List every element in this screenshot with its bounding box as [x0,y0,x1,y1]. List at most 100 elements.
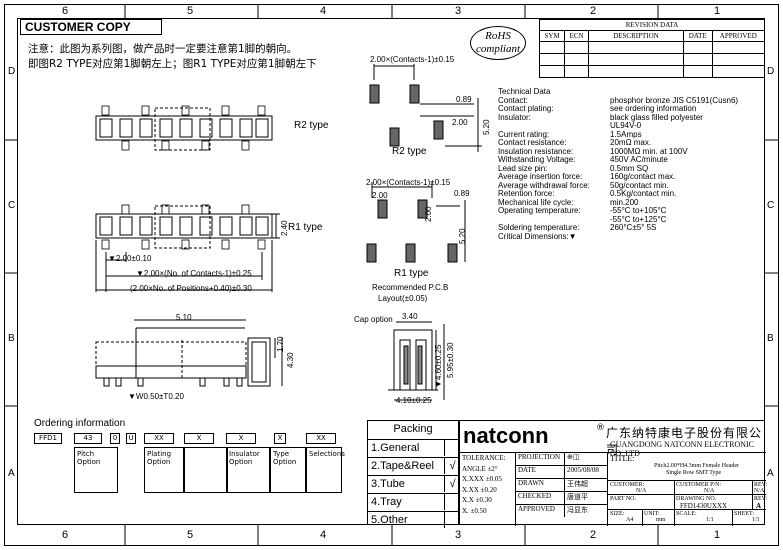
desc-insulator: Insulator Option [229,450,260,466]
technical-data-value: -55°C to+105°C [610,206,667,215]
technical-data-row: Critical Dimensions:▼ [498,232,760,242]
grid-col-top: 3 [455,5,462,17]
packing-label: 2.Tape&Reel [371,460,434,472]
dim-contacts: ▼2.00×(No. of Contacts-1)±0.25 [136,269,252,278]
technical-data-value: 1000MΩ min. at 100V [610,146,688,156]
technical-data-value: see ordering information [610,104,697,113]
pcb-r1-200b: 2.00 [424,206,433,222]
desc-select: Selections [309,450,345,458]
rev2-value: A [756,502,762,510]
drawing-no-value: FFD1430UXXX [680,502,728,510]
technical-data-row: Contact:phosphor bronze JIS C5191(Cusn6) [498,95,760,106]
title-area: TITLE: Pitch2.00*H4.3mm Female Header Si… [608,453,768,526]
unit-value: mm [656,517,666,523]
technical-data-key: Contact plating: [498,104,554,113]
desc-box-plating: Plating Option [144,447,184,493]
grid-row-left: A [8,468,15,479]
code-series: FFD1 [34,433,62,444]
tolerance-3dp: X.XXX ±0.05 [462,475,502,483]
technical-data-value: 160g/contact max. [610,172,676,181]
pcb-r2-089: 0.89 [456,95,472,104]
dim-pitch: ▼2.00±0.10 [108,254,152,263]
technical-data-key: Contact: [498,95,528,105]
desc-box-2 [184,447,228,493]
ordering-title: Ordering information [34,418,126,429]
technical-data-row: Retention force: 0.5Kg/contact min. [498,189,760,199]
dim-w050: ▼W0.50±T0.20 [128,392,184,401]
grid-col-bottom: 2 [590,529,597,541]
desc-box-pitch: Pitch Option [74,447,118,493]
title-divider [608,509,766,510]
sheet-label: SHEET: [734,511,755,517]
company-cn-name: 广东纳特康电子股份有限公司 [606,426,763,457]
approved-label: APPROVED [516,505,565,517]
packing-label: 3.Tube [371,478,405,490]
desc-box-type: Type Option [270,447,306,493]
divider [674,494,675,509]
tolerance-block: TOLERANCE: ANGLE ±2° X.XXX ±0.05 X.XX ±0… [460,453,516,526]
pcb-r1-top-dim: 2.00×(Contacts-1)±0.15 [366,178,451,187]
technical-data-value: 1.5Amps [610,129,642,139]
r1-type-label: R1 type [288,222,323,233]
pcb-r2-type-label: R2 type [392,146,427,157]
dim-2-40: 2.40 [280,220,289,236]
grid-col-bottom: 3 [455,529,462,541]
company-en-name: GUANGDONG NATCONN ELECTRONIC CO.,LTD [610,440,754,458]
desc-type: Type Option [273,450,297,466]
customer-pn-value: N/A [704,488,715,494]
grid-row-right: B [767,333,774,344]
note-line-2: 即图R2 TYPE对应第1脚朝左上；图R1 TYPE对应第1脚朝左下 [28,58,317,70]
technical-data-row: Contact resistance:20mΩ max. [498,138,760,148]
technical-data-value: 20mΩ max. [610,138,652,147]
technical-data-row: -55°C to+125°C [498,214,760,225]
tolerance-0dp: X. ±0.50 [462,506,487,515]
recommended-pcb-label: Recommended P.C.B [372,283,449,292]
packing-check [444,512,460,528]
packing-row: 2.Tape&Reel√ [368,458,458,476]
customer-copy-box: CUSTOMER COPY [20,19,162,35]
technical-data-key: Average insertion force: [498,172,583,181]
technical-data-row: Mechanical life cycle:min.200 [498,197,760,208]
technical-data-value: 0.5Kg/contact min. [610,189,677,198]
desc-box-select: Selections [306,447,345,493]
title-divider [608,494,766,495]
revision-col: SYM [538,30,566,42]
technical-data-value: black glass filled polyester [610,112,703,122]
desc-box-insulator: Insulator Option [226,447,270,493]
technical-data-row: Average insertion force: 160g/contact max… [498,172,760,182]
pcb-r1-200: 2.00 [372,191,388,200]
tolerance-2dp: X.XX ±0.20 [462,485,497,494]
tolerance-label: TOLERANCE: [462,454,506,462]
grid-col-bottom: 6 [62,529,69,541]
technical-data-value: 0.5mm SQ [610,163,649,173]
dim-5-95: 5.95±0.30 [446,342,455,378]
packing-row: 1.General [368,440,458,458]
rev-label: REV: [754,482,768,488]
code-x-3: X [274,433,286,444]
customer-label: CUSTOMER: [610,482,645,488]
code-u: U [126,433,136,444]
r2-type-label: R2 type [294,120,329,131]
grid-col-bottom: 4 [320,529,327,541]
customer-value: N/A [636,488,647,494]
scale-label: SCALE: [676,511,697,517]
technical-data-row: Insulator:black glass filled polyester [498,112,760,123]
technical-data-key: Retention force: [498,189,555,198]
projection-row: PROJECTION⊕◫ [516,453,607,466]
divider [674,480,675,494]
technical-data-key: Soldering temperature: [498,223,580,232]
pcb-r1-type-label: R1 type [394,268,429,279]
size-value: A4 [626,517,634,523]
technical-data-key: Current rating: [498,129,550,139]
packing-check [444,494,460,510]
pcb-r1-520: 5.20 [458,228,467,244]
dim-1-70: 1.70 [276,336,285,352]
technical-data-row: Lead size pin:0.5mm SQ [498,163,760,174]
grid-col-top: 1 [714,5,721,17]
technical-data-value: -55°C to+125°C [610,214,667,224]
divider [732,509,733,526]
technical-data-value: min.200 [610,197,639,207]
technical-data-row: Average withdrawal force:50g/contact min… [498,181,760,191]
technical-data-value: UL94V-0 [610,121,642,130]
